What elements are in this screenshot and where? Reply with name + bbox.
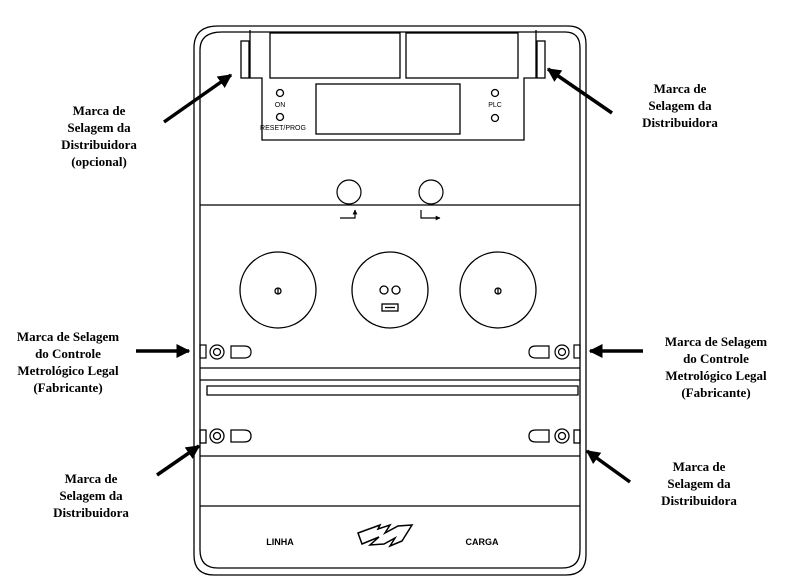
cover-left (239, 251, 317, 329)
callout-mid-right: Marca de Selagem do Controle Metrológico… (664, 334, 768, 400)
cover-right (459, 251, 537, 329)
arrow-top-right (546, 67, 613, 115)
callout-bottom-right: Marca de Selagem da Distribuidora (661, 459, 737, 508)
callout-top-left: Marca de Selagem da Distribuidora (opcio… (61, 103, 137, 169)
meter-body (193, 25, 587, 576)
optical-port-out (418, 179, 444, 205)
arrow-bottom-right (585, 449, 632, 484)
on-label: ON (275, 102, 286, 109)
lock-screw-2 (391, 285, 401, 295)
ziv-logo (357, 523, 414, 548)
top-panel (240, 30, 546, 141)
callout-arrows (136, 67, 643, 484)
callout-mid-left: Marca de Selagem do Controle Metrológico… (16, 329, 120, 395)
seal-slot-top-left (240, 40, 250, 79)
plc-led (490, 88, 500, 98)
callout-bottom-left: Marca de Selagem da Distribuidora (53, 471, 129, 520)
arrow-up-icon (340, 209, 358, 219)
carga-label: CARGA (466, 537, 499, 547)
manufacturer-seals (199, 344, 581, 369)
linha-label: LINHA (266, 537, 294, 547)
optical-port-in (336, 179, 362, 205)
plc-indicator (490, 113, 500, 123)
callout-top-right: Marca de Selagem da Distribuidora (642, 81, 718, 130)
terminal-cover (199, 379, 581, 507)
arrow-bottom-left (156, 444, 201, 477)
seal-slot-top-right (536, 40, 546, 79)
arrow-top-left (162, 73, 233, 124)
reset-button (275, 112, 285, 122)
on-led (275, 88, 285, 98)
cover-center (351, 251, 429, 329)
key-icon (381, 303, 399, 312)
plc-label: PLC (488, 102, 502, 109)
arrow-right-icon (420, 210, 441, 221)
display-window (315, 83, 461, 135)
screw-covers (239, 251, 537, 329)
lock-screw-1 (379, 285, 389, 295)
reset-label: RESET/PROG (260, 125, 306, 132)
